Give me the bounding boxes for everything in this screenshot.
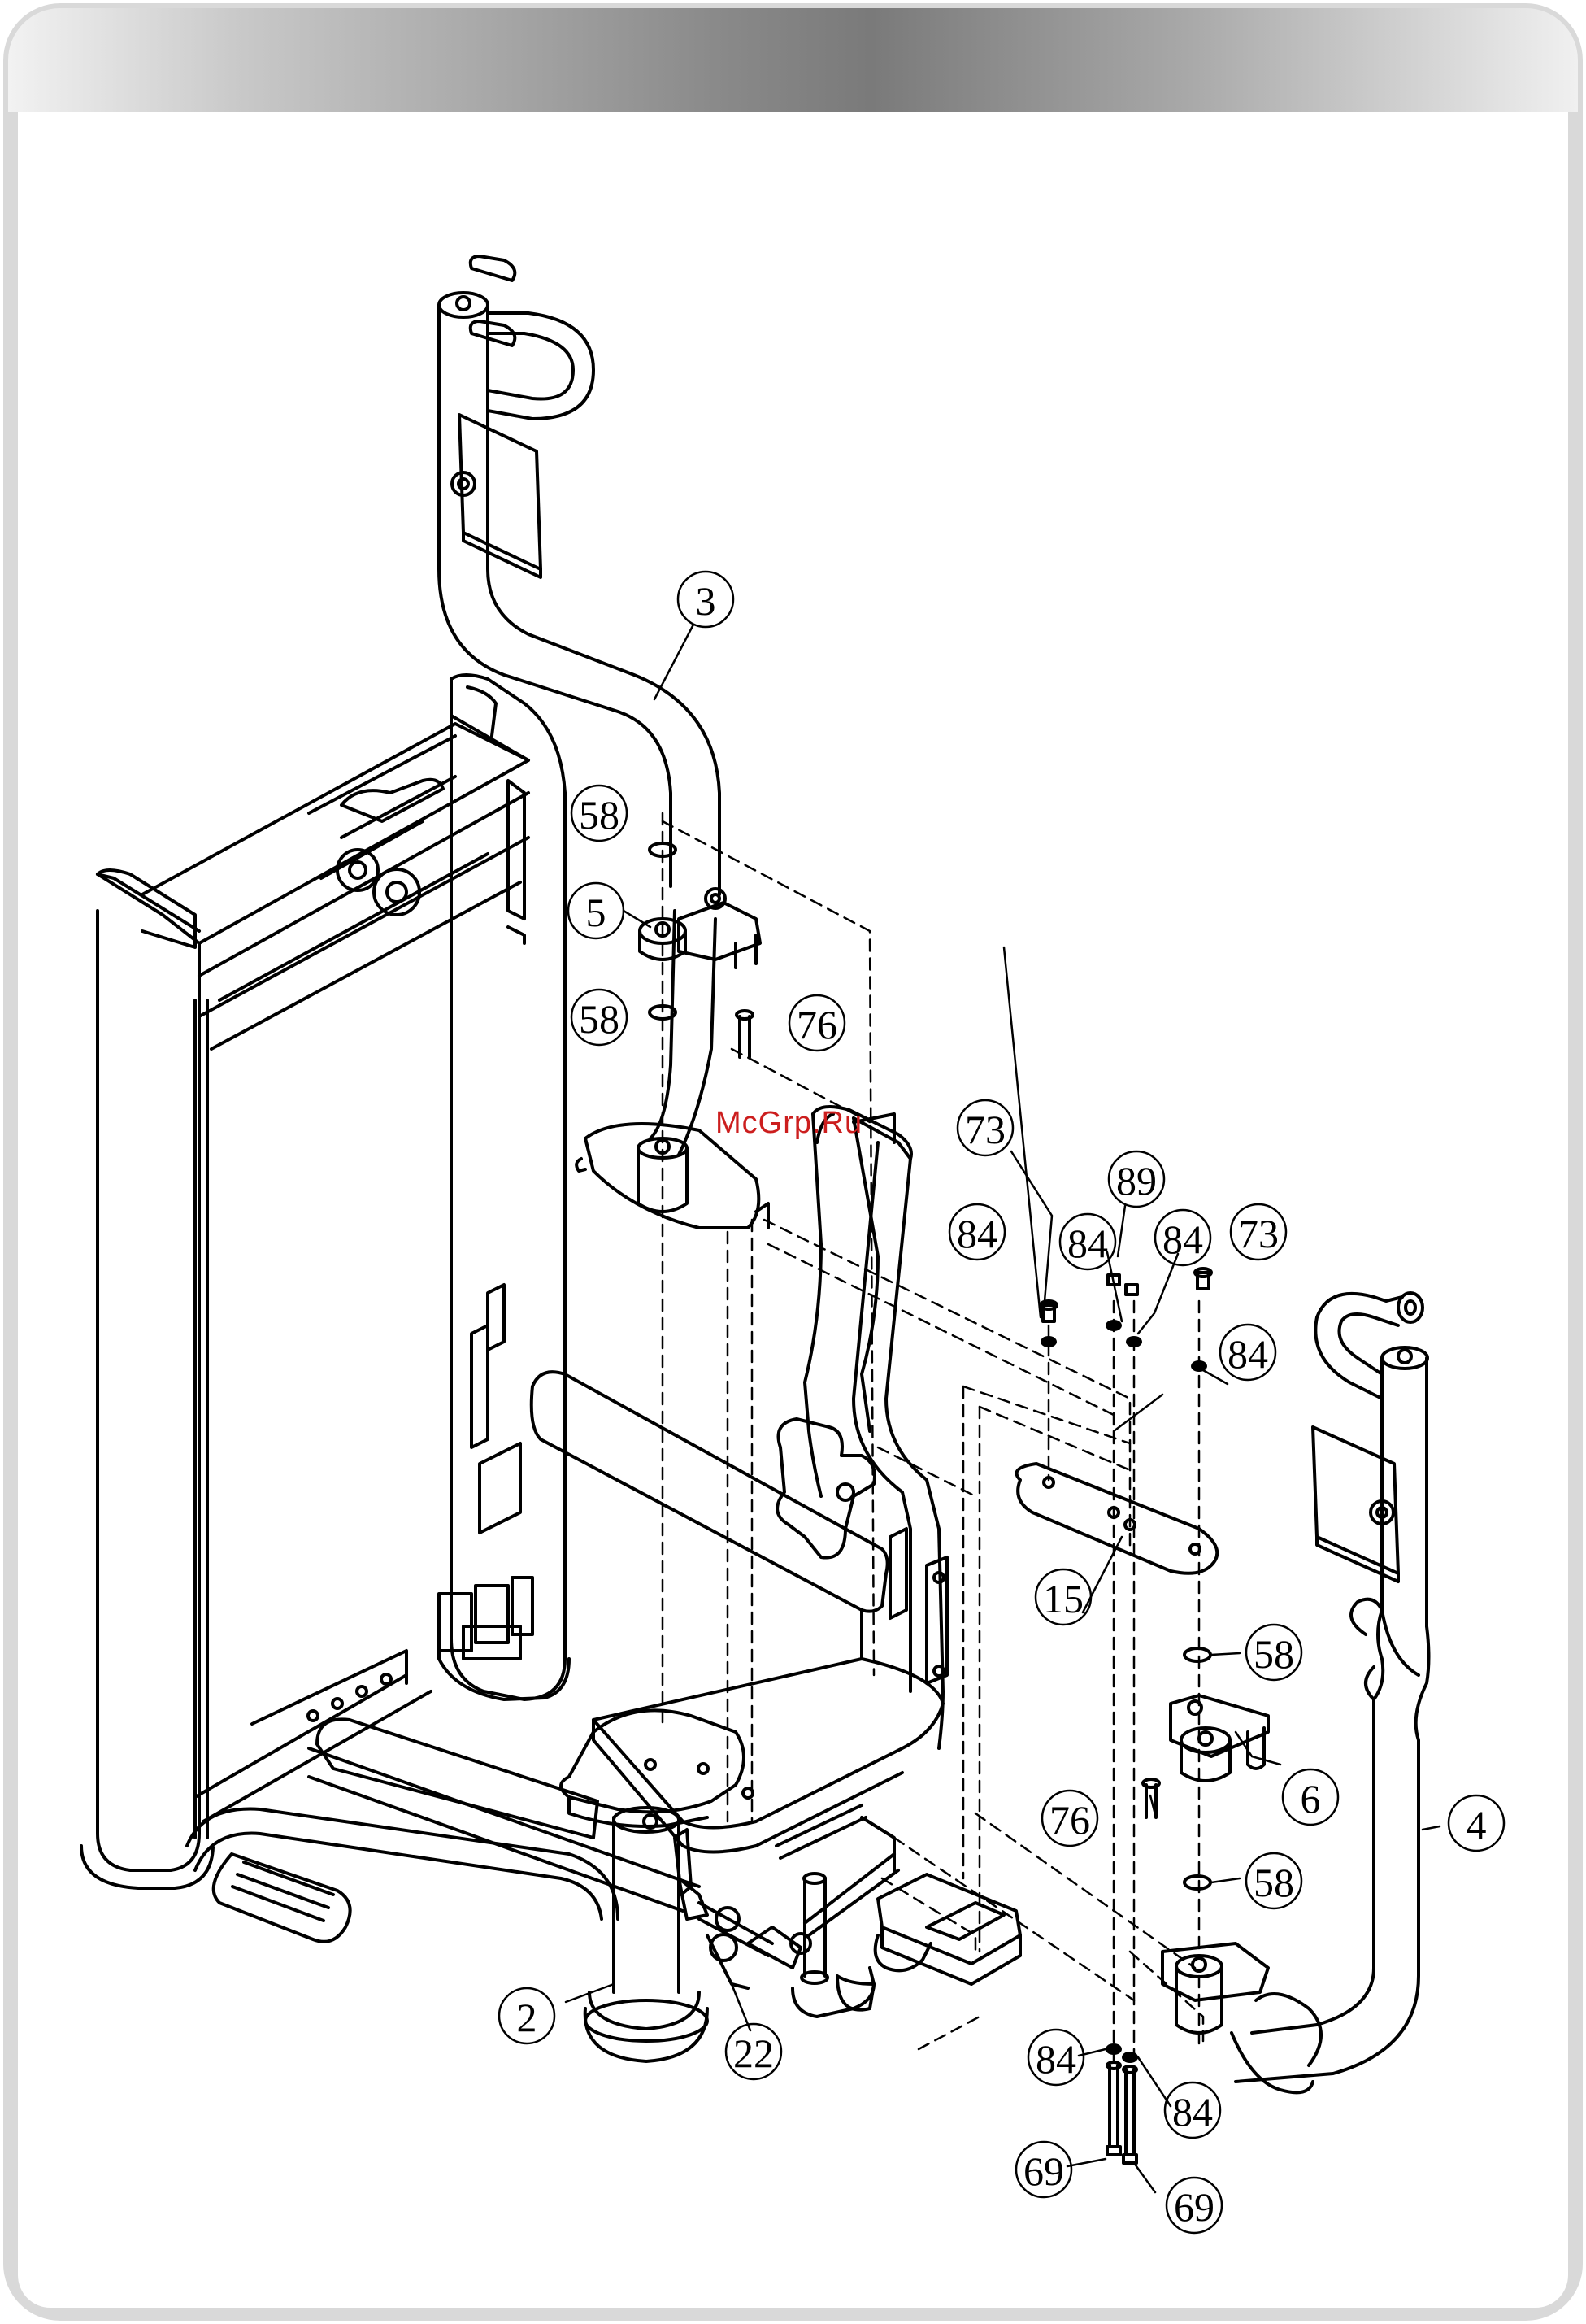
svg-text:84: 84 xyxy=(1172,2089,1213,2135)
callout-15: 15 xyxy=(1036,1569,1091,1625)
callout-69: 69 xyxy=(1167,2178,1222,2233)
svg-text:84: 84 xyxy=(957,1211,997,1256)
svg-text:84: 84 xyxy=(1162,1216,1203,1262)
callout-58: 58 xyxy=(571,990,627,1045)
svg-text:58: 58 xyxy=(1254,1631,1294,1677)
leader-lines xyxy=(566,625,1440,2192)
callout-58: 58 xyxy=(1246,1853,1301,1908)
callout-84: 84 xyxy=(1220,1325,1275,1380)
svg-text:5: 5 xyxy=(586,890,606,935)
callout-84: 84 xyxy=(1155,1210,1210,1265)
svg-text:69: 69 xyxy=(1174,2184,1214,2230)
svg-text:58: 58 xyxy=(579,996,619,1042)
callout-73: 73 xyxy=(958,1100,1013,1155)
washer-dots xyxy=(1041,1320,1207,2063)
assembly-dashed-lines xyxy=(663,813,1203,2074)
callout-76: 76 xyxy=(1042,1791,1097,1846)
svg-text:84: 84 xyxy=(1228,1331,1268,1377)
callout-22: 22 xyxy=(726,2024,781,2079)
watermark-text: McGrp.Ru xyxy=(715,1106,863,1141)
callout-6: 6 xyxy=(1283,1769,1338,1825)
svg-text:58: 58 xyxy=(1254,1860,1294,1905)
svg-text:6: 6 xyxy=(1301,1776,1321,1821)
main-frame xyxy=(81,675,699,2324)
plate-part-15 xyxy=(1017,1464,1218,1573)
svg-text:89: 89 xyxy=(1116,1158,1157,1203)
right-arm-part-4 xyxy=(1162,1293,1429,2092)
callout-3: 3 xyxy=(678,572,733,627)
hardware-fasteners xyxy=(650,843,1211,2163)
callout-84: 84 xyxy=(1028,2030,1084,2085)
svg-text:22: 22 xyxy=(733,2030,774,2076)
seat-assembly xyxy=(317,1372,1020,2061)
svg-text:73: 73 xyxy=(965,1107,1006,1152)
svg-text:76: 76 xyxy=(797,1002,837,1047)
callout-76: 76 xyxy=(789,995,845,1051)
svg-text:69: 69 xyxy=(1023,2148,1064,2194)
svg-text:2: 2 xyxy=(517,1995,537,2040)
svg-text:15: 15 xyxy=(1043,1576,1084,1621)
callout-58: 58 xyxy=(1246,1625,1301,1680)
svg-text:58: 58 xyxy=(579,792,619,838)
svg-text:84: 84 xyxy=(1067,1221,1108,1266)
callout-5: 5 xyxy=(568,883,624,938)
callout-84: 84 xyxy=(949,1204,1005,1260)
callout-84: 84 xyxy=(1060,1214,1115,1269)
callout-4: 4 xyxy=(1449,1795,1504,1851)
callout-69: 69 xyxy=(1016,2142,1071,2197)
callout-2: 2 xyxy=(499,1988,554,2043)
callout-84: 84 xyxy=(1165,2082,1220,2138)
svg-text:4: 4 xyxy=(1467,1802,1487,1847)
callout-89: 89 xyxy=(1109,1151,1164,1207)
svg-text:73: 73 xyxy=(1238,1211,1279,1256)
callout-73: 73 xyxy=(1231,1204,1286,1260)
svg-text:3: 3 xyxy=(696,578,716,624)
callout-58: 58 xyxy=(571,786,627,841)
svg-text:76: 76 xyxy=(1049,1797,1090,1843)
svg-text:84: 84 xyxy=(1036,2036,1076,2082)
callouts: 3 58 5 58 76 73 89 84 84 84 73 84 15 58 … xyxy=(499,572,1504,2233)
